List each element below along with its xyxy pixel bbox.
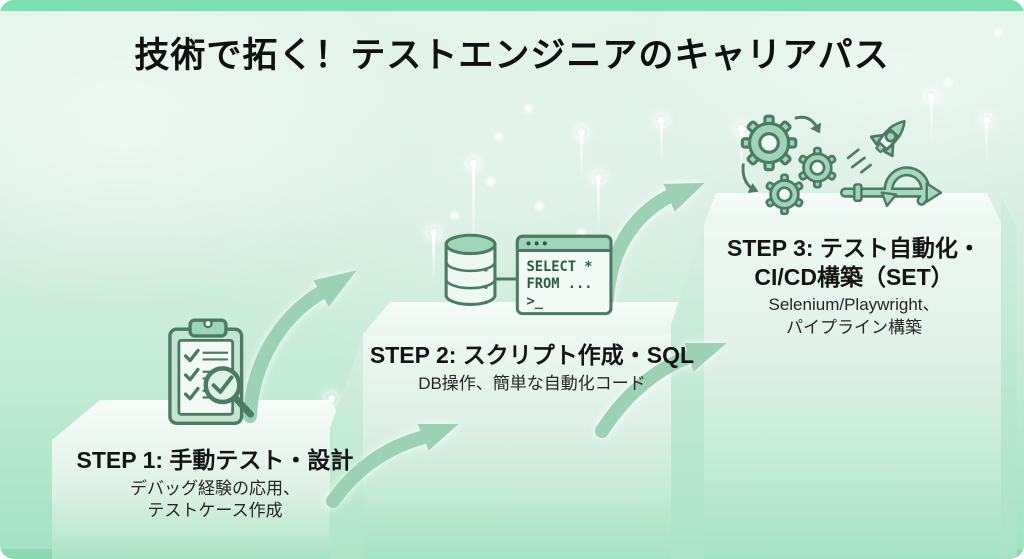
checklist-magnifier-icon [168, 318, 254, 425]
arrow-step2-to-step3-upper [600, 190, 675, 306]
step3-subtext-line2: パイプライン構築 [786, 317, 922, 337]
light-streak [576, 127, 587, 184]
light-streak [981, 115, 992, 160]
step1-subtext-line1: デバッグ経験の応用、 [130, 478, 300, 498]
light-dot [484, 175, 497, 188]
light-dot [522, 102, 535, 115]
step2-text-block: STEP 2: スクリプト作成・SQL DB操作、簡単な自動化コード [365, 341, 699, 395]
step3-platform-top [704, 193, 1002, 225]
step2-subtext-line1: DB操作、簡単な自動化コード [418, 373, 646, 393]
rocket-agile-loop-icon [840, 119, 942, 208]
sql-text-line2: FROM ... [526, 276, 592, 292]
light-streak [656, 115, 667, 164]
light-streak [428, 227, 439, 287]
step2-heading: STEP 2: スクリプト作成・SQL [369, 342, 695, 368]
step3-platform-front [704, 224, 1002, 559]
top-frame-strip [0, 0, 1024, 11]
step3-heading-line1: STEP 3: テスト自動化・ [727, 235, 981, 261]
terminal-prompt-text: >_ [526, 293, 543, 309]
light-dot [492, 130, 505, 143]
step3-heading-line2: CI/CD構築（SET） [754, 263, 954, 290]
step1-platform-front [52, 439, 352, 559]
sql-text-line1: SELECT * [526, 259, 592, 275]
light-streak [593, 172, 604, 235]
step1-text-block: STEP 1: 手動テスト・設計 デバッグ経験の応用、 テストケース作成 [60, 446, 370, 523]
step1-heading: STEP 1: 手動テスト・設計 [76, 447, 354, 473]
arrowhead-icon [663, 182, 705, 212]
step3-subtext-line1: Selenium/Playwright、 [768, 295, 940, 315]
arrowhead-icon [313, 270, 357, 307]
page-title: 技術で拓く！テストエンジニアのキャリアパス [134, 36, 890, 75]
gears-cycle-icon [740, 114, 837, 215]
database-code-window-icon: SELECT * FROM ... >_ [444, 233, 613, 316]
step1-subtext-line2: テストケース作成 [147, 501, 283, 521]
step3-platform-right-side [1001, 196, 1017, 559]
step3-text-block: STEP 3: テスト自動化・ CI/CD構築（SET） Selenium/Pl… [706, 234, 1002, 339]
light-dot [533, 200, 546, 213]
light-dot [448, 209, 461, 222]
